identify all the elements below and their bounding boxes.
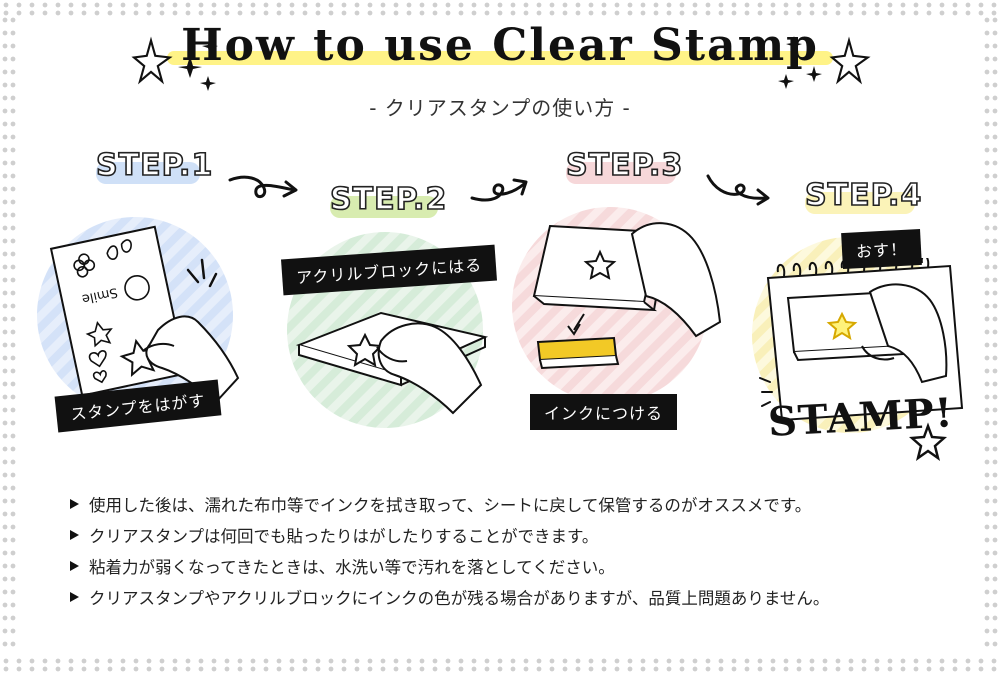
step2-highlight xyxy=(330,196,438,218)
title-highlight xyxy=(167,51,833,65)
step1-label: STEP.1 xyxy=(95,147,214,184)
note-item: クリアスタンプは何回でも貼ったりはがしたりすることができます。 xyxy=(70,519,970,550)
step3-label: STEP.3 xyxy=(565,147,684,184)
step4-caption: おす！ xyxy=(841,228,922,270)
note-item: 使用した後は、濡れた布巾等でインクを拭き取って、シートに戻して保管するのがオスス… xyxy=(70,488,970,519)
curly-arrow-icon xyxy=(706,174,770,206)
sparkle-icon xyxy=(131,36,218,91)
triangle-bullet-icon xyxy=(70,529,79,540)
stamp-sheet-illustration: Smile xyxy=(49,225,240,404)
step3-highlight xyxy=(566,162,676,184)
page-title: How to use Clear Stamp xyxy=(167,20,833,71)
step4-label: STEP.4 xyxy=(804,177,923,214)
title-area: How to use Clear Stamp xyxy=(0,20,1000,71)
subtitle: - クリアスタンプの使い方 - xyxy=(369,96,631,120)
usage-notes: 使用した後は、濡れた布巾等でインクを拭き取って、シートに戻して保管するのがオスス… xyxy=(70,488,970,612)
notebook-illustration xyxy=(759,258,964,422)
sparkle-icon xyxy=(778,36,871,89)
note-item: クリアスタンプやアクリルブロックにインクの色が残る場合がありますが、品質上問題あ… xyxy=(70,581,970,612)
star-icon xyxy=(908,422,948,461)
step4-highlight xyxy=(805,192,915,214)
triangle-bullet-icon xyxy=(70,560,79,571)
triangle-bullet-icon xyxy=(70,591,79,602)
step2-label: STEP.2 xyxy=(329,181,448,218)
step3-caption: インクにつける xyxy=(530,394,678,430)
ink-pad-illustration xyxy=(532,222,722,370)
curly-arrow-icon xyxy=(470,178,528,202)
step1-highlight xyxy=(96,162,200,184)
curly-arrow-icon xyxy=(228,175,298,198)
note-item: 粘着力が弱くなってきたときは、水洗い等で汚れを落としてください。 xyxy=(70,550,970,581)
triangle-bullet-icon xyxy=(70,498,79,509)
stamp-word: STAMP! xyxy=(766,389,955,446)
acrylic-block-illustration xyxy=(295,311,489,415)
sheet-word: Smile xyxy=(80,284,118,306)
